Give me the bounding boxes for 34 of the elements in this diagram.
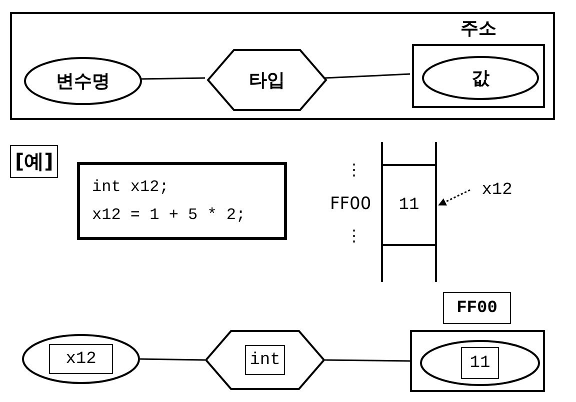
value-box (461, 347, 499, 379)
node-label: int (250, 350, 280, 370)
code-line: x12 = 1 + 5 * 2; (92, 205, 246, 226)
value-ellipse (420, 340, 540, 386)
address-label: FF00 (330, 194, 372, 214)
arrow (438, 189, 470, 206)
type-hexagon (205, 330, 325, 390)
type-name-box (245, 345, 285, 375)
connector-line (140, 358, 206, 361)
code-line: int x12; (92, 177, 169, 198)
node-label: x12 (482, 180, 512, 200)
address-box (443, 292, 511, 324)
node-label: FF00 (456, 298, 498, 318)
node-label: 11 (470, 354, 490, 372)
code-box (77, 162, 287, 240)
node-label: 변수명 (56, 70, 110, 93)
diagram-frame (10, 12, 555, 120)
node-label: 타입 (249, 69, 285, 92)
bracket-label: [예] (10, 145, 58, 178)
value-ellipse (422, 56, 539, 100)
connector-line (324, 73, 410, 79)
ellipsis-mark: ⋮ (346, 160, 362, 179)
name-ellipse (22, 334, 140, 384)
node-label: x12 (66, 350, 96, 368)
connector-line (140, 77, 206, 80)
variable-name-box (49, 344, 113, 374)
connector-line (324, 359, 410, 362)
name-ellipse (24, 57, 142, 105)
heading-label: 주소 (460, 17, 498, 40)
ellipsis-mark: ⋮ (346, 226, 362, 245)
node-label: 값 (472, 67, 490, 90)
type-hexagon (207, 49, 327, 111)
address-box (410, 330, 545, 392)
node-label: 11 (398, 196, 420, 214)
